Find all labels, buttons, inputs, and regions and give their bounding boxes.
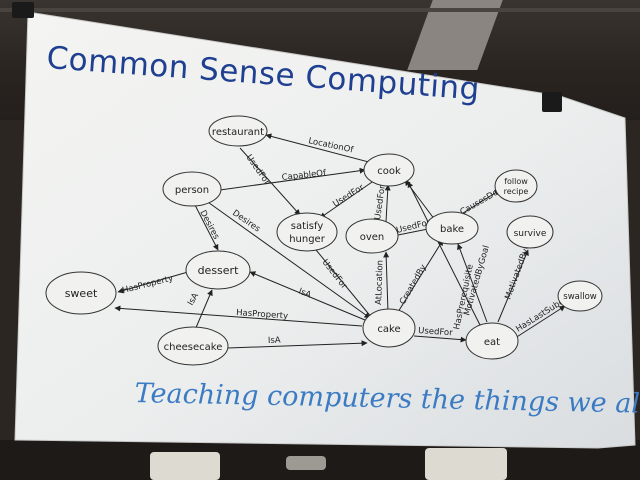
node-label-hunger: hunger xyxy=(289,234,326,245)
node-person xyxy=(162,171,222,207)
label-capable-of: CapableOf xyxy=(281,168,327,183)
edge-cheesecake-isa-dessert xyxy=(194,289,213,331)
edge-cake-isa-dessert xyxy=(249,271,366,321)
edge-cheesecake-isa-cake xyxy=(227,340,368,349)
edge-eat-motivatedbygoal-bake xyxy=(457,243,488,323)
node-label-recipe: recipe xyxy=(504,187,529,196)
node-label-oven: oven xyxy=(360,232,385,243)
nodes xyxy=(45,115,603,366)
node-oven xyxy=(345,218,399,254)
node-label-cook: cook xyxy=(377,166,401,177)
label-cake-hasproperty: HasProperty xyxy=(236,308,289,322)
edge-cake-hasproperty xyxy=(114,305,363,327)
node-swallow xyxy=(557,280,603,312)
edge-eat-motivatedbygoal-survive xyxy=(497,249,529,323)
node-label-satisfy: satisfy xyxy=(291,221,324,232)
poster-clip-left xyxy=(12,2,34,18)
label-cheesecake-isa-cake: IsA xyxy=(268,336,281,346)
edges xyxy=(114,133,566,349)
edge-cake-atlocation xyxy=(383,251,390,313)
ceiling-rail xyxy=(0,8,640,12)
node-label-follow: follow xyxy=(504,177,528,186)
poster-clip-right xyxy=(542,92,562,112)
node-dessert xyxy=(185,250,251,290)
node-eat xyxy=(465,322,519,360)
edge-cake-usedfor-hunger xyxy=(311,244,373,319)
node-cheesecake xyxy=(157,326,229,366)
node-cake xyxy=(362,308,416,348)
label-cake-atlocation: AtLocation xyxy=(374,260,386,305)
node-bake xyxy=(425,211,479,245)
edge-location-of xyxy=(265,133,385,167)
node-label-eat: eat xyxy=(484,337,500,348)
node-label-person: person xyxy=(175,185,209,196)
node-restaurant xyxy=(208,115,268,147)
node-label-cheesecake: cheesecake xyxy=(164,342,223,353)
edge-cake-usedfor-eat xyxy=(413,335,467,343)
edge-eat-hasprerequisite xyxy=(407,181,481,326)
node-survive xyxy=(506,215,554,249)
edge-cake-createdby xyxy=(397,239,444,313)
node-satisfy-hunger xyxy=(276,212,338,252)
node-follow-recipe xyxy=(494,169,538,203)
node-sweet xyxy=(45,271,117,315)
node-labels: restaurant person cook satisfy hunger ov… xyxy=(65,127,597,353)
node-label-swallow: swallow xyxy=(563,292,597,302)
node-label-sweet: sweet xyxy=(65,287,98,300)
edge-capable-of xyxy=(219,167,366,191)
label-oven-usedfor-cook: UsedFor xyxy=(373,184,388,220)
edge-person-desires-dessert xyxy=(194,204,219,251)
edge-dessert-hasproperty xyxy=(117,271,189,294)
node-label-cake: cake xyxy=(377,324,400,335)
lamp-right xyxy=(425,448,507,480)
lamp-left xyxy=(150,452,220,480)
node-cook xyxy=(363,153,415,187)
edge-person-desires-cake xyxy=(204,199,371,319)
node-label-survive: survive xyxy=(514,229,547,239)
label-cake-isa-dessert: IsA xyxy=(297,287,313,301)
node-label-bake: bake xyxy=(440,224,464,235)
lamp-small xyxy=(286,456,326,470)
node-label-dessert: dessert xyxy=(198,264,240,277)
edge-oven-usedfor-cook xyxy=(384,184,391,223)
edge-restaurant-usedfor xyxy=(239,147,301,216)
node-label-restaurant: restaurant xyxy=(212,127,264,138)
edge-cook-usedfor xyxy=(319,179,376,219)
edge-eat-haslastsubevent xyxy=(511,305,566,341)
label-cake-usedfor-eat: UsedFor xyxy=(418,326,454,338)
